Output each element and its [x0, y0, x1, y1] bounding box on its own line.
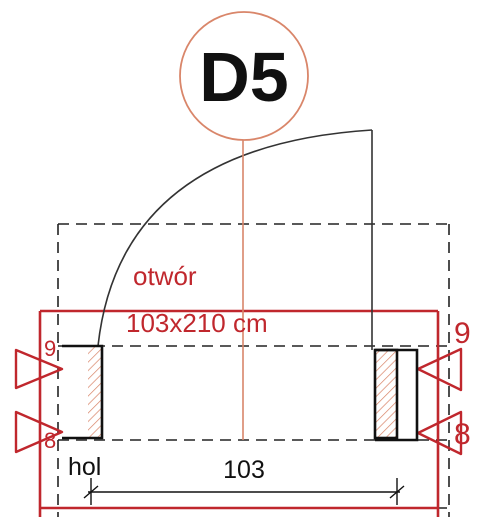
wall-marker-right — [416, 347, 463, 456]
wall-marker-left — [14, 348, 64, 454]
opening-label: otwór — [133, 261, 197, 291]
opening-size-label: 103x210 cm — [126, 308, 268, 338]
marker-left-bottom-label: 8 — [44, 428, 56, 453]
width-dimension-line — [83, 478, 405, 505]
door-tag-circle — [179, 11, 309, 141]
width-dimension-label: 103 — [223, 456, 265, 484]
frame-jamb-left — [62, 344, 104, 440]
marker-left-top-label: 9 — [44, 336, 56, 361]
door-swing-arc — [97, 129, 373, 347]
door-tag-label: D5 — [199, 38, 288, 116]
frame-jamb-right — [373, 348, 419, 442]
marker-right-bottom-label: 8 — [454, 418, 471, 451]
marker-right-top-label: 9 — [454, 317, 471, 350]
room-label: hol — [68, 453, 101, 481]
